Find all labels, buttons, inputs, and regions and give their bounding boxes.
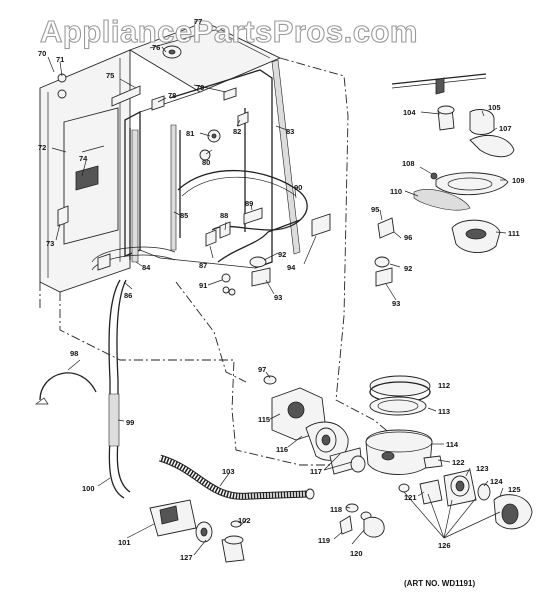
part-label-87: 87 <box>199 261 207 270</box>
part-labels: 70 71 72 73 74 75 76 77 78 79 80 81 82 8… <box>38 17 525 562</box>
part-label-107: 107 <box>499 124 512 133</box>
water-valve <box>149 499 245 563</box>
part-label-113: 113 <box>438 407 450 416</box>
part-label-112: 112 <box>438 381 450 390</box>
part-label-114: 114 <box>446 440 459 449</box>
part-label-92-heater: 92 <box>278 250 286 259</box>
part-label-123: 123 <box>476 464 489 473</box>
part-label-117: 117 <box>310 467 322 476</box>
part-label-74: 74 <box>79 154 88 163</box>
part-label-73: 73 <box>46 239 54 248</box>
pump-motor-assembly <box>263 375 533 539</box>
part-label-105: 105 <box>488 103 501 112</box>
part-label-100: 100 <box>82 484 95 493</box>
part-label-108: 108 <box>402 159 415 168</box>
part-label-81: 81 <box>186 129 194 138</box>
part-label-110: 110 <box>390 187 402 196</box>
part-label-111: 111 <box>508 229 520 238</box>
drain-hose-assembly <box>34 279 131 499</box>
part-label-102: 102 <box>238 516 251 525</box>
part-label-122: 122 <box>452 458 465 467</box>
part-label-95: 95 <box>371 205 379 214</box>
part-label-97: 97 <box>258 365 266 374</box>
art-number: (ART NO. WD1191) <box>404 579 475 588</box>
part-label-99: 99 <box>126 418 134 427</box>
leader-lines <box>47 24 507 556</box>
part-label-121: 121 <box>404 493 417 502</box>
part-label-89: 89 <box>245 199 253 208</box>
part-label-115: 115 <box>258 415 270 424</box>
part-label-88: 88 <box>220 211 228 220</box>
part-label-90: 90 <box>294 183 302 192</box>
part-label-82: 82 <box>233 127 241 136</box>
watermark: AppliancePartsPros.com <box>40 14 418 49</box>
part-label-91: 91 <box>199 281 207 290</box>
part-label-119: 119 <box>318 536 330 545</box>
part-label-75: 75 <box>106 71 114 80</box>
part-label-96: 96 <box>404 233 412 242</box>
part-label-93-right: 93 <box>392 299 400 308</box>
part-label-116: 116 <box>276 445 288 454</box>
part-label-120: 120 <box>350 549 363 558</box>
spray-arm-assembly <box>374 73 515 287</box>
part-label-93-center: 93 <box>274 293 282 302</box>
part-label-101: 101 <box>118 538 131 547</box>
part-label-127: 127 <box>180 553 193 562</box>
part-label-77: 77 <box>194 17 202 26</box>
part-label-80: 80 <box>202 158 210 167</box>
part-label-103: 103 <box>222 467 235 476</box>
part-label-85: 85 <box>180 211 188 220</box>
part-label-94: 94 <box>287 263 296 272</box>
part-label-84: 84 <box>142 263 151 272</box>
part-label-104: 104 <box>403 108 416 117</box>
tub-assembly <box>39 21 331 296</box>
part-label-126: 126 <box>438 541 451 550</box>
part-label-109: 109 <box>512 176 525 185</box>
part-label-79: 79 <box>196 83 204 92</box>
part-label-92-right: 92 <box>404 264 412 273</box>
part-label-78: 78 <box>168 91 176 100</box>
drain-hose-103 <box>158 454 315 500</box>
part-label-124: 124 <box>490 477 503 486</box>
part-label-125: 125 <box>508 485 521 494</box>
part-label-118: 118 <box>330 505 342 514</box>
part-label-98: 98 <box>70 349 78 358</box>
part-label-76: 76 <box>152 43 160 52</box>
part-label-83: 83 <box>286 127 294 136</box>
part-label-72: 72 <box>38 143 46 152</box>
assembly-outline <box>39 57 399 466</box>
part-label-86: 86 <box>124 291 132 300</box>
part-label-71: 71 <box>56 55 64 64</box>
part-label-70: 70 <box>38 49 46 58</box>
